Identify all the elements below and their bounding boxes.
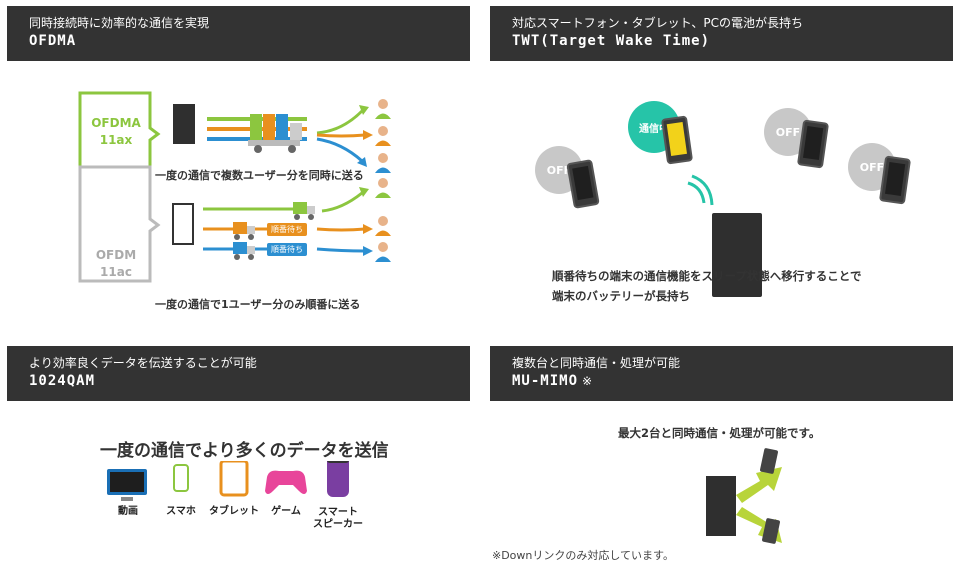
twt-diagram: OFF 通信中 OFF OFF 順番待ちの端末の通信機能をスリープ状態へ移行する… [490, 61, 953, 331]
twt-subtitle: 対応スマートフォン・タブレット、PCの電池が長持ち [512, 16, 804, 30]
smartphone-icon-3 [878, 155, 912, 205]
twt-description-line2: 端末のバッテリーが長持ち [552, 289, 690, 303]
ofdma-subtitle: 同時接続時に効率的な通信を実現 [29, 16, 210, 30]
ofdma-panel: 同時接続時に効率的な通信を実現 OFDMA [7, 6, 470, 331]
twt-header: 対応スマートフォン・タブレット、PCの電池が長持ち TWT(Target Wak… [490, 6, 953, 61]
qam-headline: 一度の通信でより多くのデータを送信 [100, 441, 389, 461]
truck-icon [248, 114, 302, 153]
device-label-smartphone: スマホ [166, 506, 196, 517]
ofdma-title: OFDMA [29, 33, 77, 49]
wifi-signal-icon [687, 174, 714, 206]
mumimo-footnote: ※Downリンクのみ対応しています。 [492, 549, 674, 562]
device-label-video: 動画 [118, 506, 138, 517]
qam-header: より効率良くデータを伝送することが可能 1024QAM [7, 346, 470, 401]
smart-speaker-icon [327, 461, 349, 497]
ofdma-header: 同時接続時に効率的な通信を実現 OFDMA [7, 6, 470, 61]
ofdm-caption: 一度の通信で1ユーザー分のみ順番に送る [155, 298, 361, 311]
ofdm-box [78, 165, 161, 283]
twt-description-line1: 順番待ちの端末の通信機能をスリープ状態へ移行することで [552, 269, 862, 283]
mumimo-header: 複数台と同時通信・処理が可能 MU-MIMO※ [490, 346, 953, 401]
mumimo-title: MU-MIMO [512, 373, 579, 389]
qam-devices [107, 461, 349, 501]
truck-small-blue [233, 242, 255, 260]
ofdm-box-primary: OFDM [95, 248, 137, 262]
device-label-speaker-1: スマート [318, 507, 358, 518]
ofdma-diagram: OFDMA 11ax 一度の通信で複数ユーザー分を同時に送る OFDM 11ac… [7, 61, 470, 331]
router-white-icon [172, 203, 194, 245]
truck-small-orange [233, 222, 255, 240]
ofdm-box-secondary: 11ac [100, 265, 132, 279]
twt-title: TWT(Target Wake Time) [512, 33, 711, 49]
smartphone-icon [566, 159, 600, 209]
active-smartphone-icon [660, 115, 694, 165]
wait-tag-orange: 順番待ち [267, 223, 307, 236]
ofdma-illustration [78, 91, 391, 283]
mumimo-illustration [706, 448, 782, 544]
gamepad-icon [265, 470, 307, 494]
device-label-speaker-2: スピーカー [313, 519, 363, 530]
mumimo-title-row: MU-MIMO※ [512, 371, 953, 391]
device-label-game: ゲーム [271, 506, 301, 517]
wait-tag-blue: 順番待ち [267, 243, 307, 256]
smartphone-icon-2 [796, 119, 830, 169]
qam-title: 1024QAM [29, 373, 96, 389]
ofdma-box-primary: OFDMA [91, 116, 141, 130]
device-label-speaker: スマート スピーカー [303, 507, 373, 531]
router-icon [712, 213, 762, 297]
smartphone-icon [173, 464, 189, 492]
user-icon-green-2 [375, 178, 391, 198]
user-icon-orange-2 [375, 216, 391, 236]
mumimo-title-note: ※ [582, 374, 594, 388]
smartphone-icon-top [760, 448, 778, 474]
twt-panel: 対応スマートフォン・タブレット、PCの電池が長持ち TWT(Target Wak… [490, 6, 953, 331]
mumimo-panel: 複数台と同時通信・処理が可能 MU-MIMO※ 最大2台と同時通信・処理が可能で… [490, 346, 953, 571]
user-icon-green [375, 99, 391, 119]
router-icon [706, 476, 736, 536]
mumimo-headline: 最大2台と同時通信・処理が可能です。 [618, 426, 821, 440]
mumimo-diagram: 最大2台と同時通信・処理が可能です。 ※Downリンクのみ対応しています。 [490, 401, 953, 571]
qam-subtitle: より効率良くデータを伝送することが可能 [29, 356, 257, 370]
ofdma-box-label: OFDMA 11ax [83, 115, 149, 149]
router-icon [173, 104, 195, 144]
smartphone-icon-bottom [762, 518, 780, 544]
qam-diagram: 一度の通信でより多くのデータを送信 動画 スマホ タブレット ゲーム スマート … [7, 401, 470, 571]
ofdm-box-label: OFDM 11ac [83, 247, 149, 281]
tv-icon [107, 469, 147, 501]
user-icon-blue-2 [375, 242, 391, 262]
mumimo-subtitle: 複数台と同時通信・処理が可能 [512, 356, 681, 370]
truck-small-green [293, 202, 315, 220]
ofdma-caption: 一度の通信で複数ユーザー分を同時に送る [155, 169, 364, 182]
tablet-icon [219, 461, 249, 497]
user-icon-blue [375, 153, 391, 173]
qam-panel: より効率良くデータを伝送することが可能 1024QAM 一度の通信でより多くのデ… [7, 346, 470, 571]
user-icon-orange [375, 126, 391, 146]
device-label-tablet: タブレット [209, 506, 259, 517]
ofdma-box-secondary: 11ax [99, 133, 133, 147]
arrow-up-icon [736, 467, 782, 503]
